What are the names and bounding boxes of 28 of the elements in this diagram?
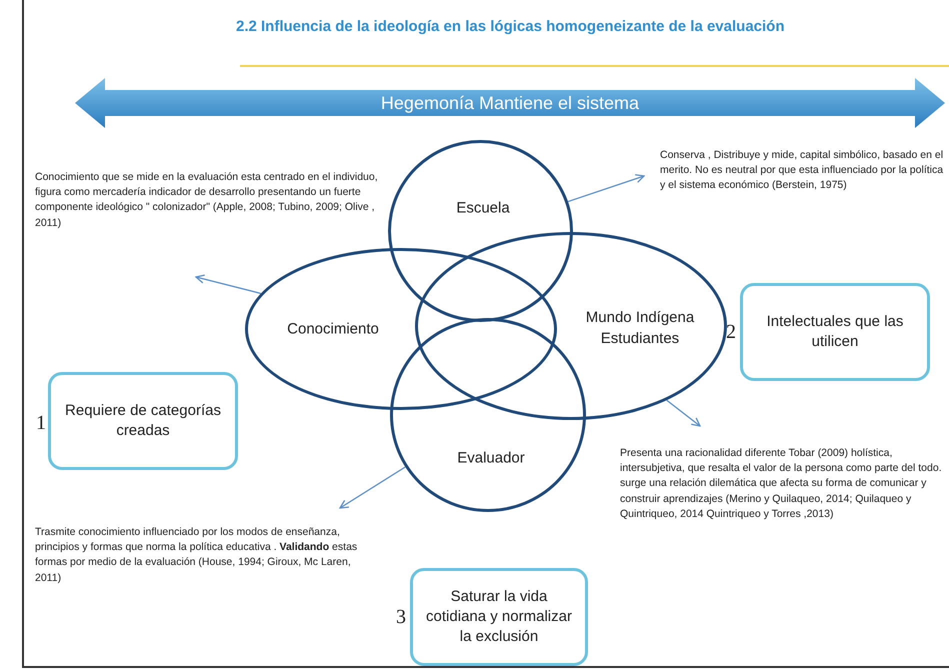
number-label: 1 bbox=[36, 412, 46, 435]
box-label: Saturar la vida cotidiana y normalizar la exclusión bbox=[425, 586, 573, 648]
note-text: Trasmite conocimiento influenciado por los modos de enseñanza, principios y formas que norma la política educativa . Validando estas formas por medio de la evaluación (House, 1994; Giroux, Mc Laren, 2011) bbox=[35, 525, 360, 586]
rounded-box bbox=[740, 283, 930, 381]
band-label: Hegemonía Mantiene el sistema bbox=[380, 92, 640, 114]
circle bbox=[388, 140, 573, 322]
number-label: 3 bbox=[396, 606, 406, 629]
number-label: 2 bbox=[726, 321, 736, 344]
rounded-box bbox=[410, 568, 588, 666]
note-text: Conserva , Distribuye y mide, capital simbólico, basado en el merito. No es neutral por que esta influenciado por la política y el sistema económico (Berstein, 1975) bbox=[660, 148, 949, 194]
arrow bbox=[666, 400, 701, 427]
note-text: Conocimiento que se mide en la evaluación esta centrado en el individuo, figura como mercadería indicador de desarrollo presentando un fuerte componente ideológico " colonizador" (Apple, 2008; Tubino, 2009; Olive , 2011) bbox=[35, 170, 400, 231]
circle bbox=[390, 318, 586, 512]
circle-label: Mundo Indígena Estudiantes bbox=[585, 308, 695, 349]
arrow bbox=[568, 174, 645, 202]
circle-label: Conocimiento bbox=[287, 320, 379, 340]
ellipse bbox=[415, 232, 727, 420]
note-text: Presenta una racionalidad diferente Tobar (2009) holística, intersubjetiva, que resalta el valor de la persona como parte del todo. surge una relación dilemática que afecta su forma de comunicar y construir aprendizajes (Merino y Quilaqueo, 2014; Quilaqueo y Quintriqueo, 2014 Quintriqueo y Torres ,2013) bbox=[620, 446, 942, 522]
arrow bbox=[195, 274, 261, 294]
box-label: Intelectuales que las utilicen bbox=[766, 312, 904, 352]
ellipse bbox=[245, 248, 557, 410]
circle-label: Escuela bbox=[456, 198, 510, 218]
title: 2.2 Influencia de la ideología en las lógicas homogeneizante de la evaluación bbox=[236, 18, 784, 35]
box-label: Requiere de categorías creadas bbox=[64, 400, 222, 441]
arrow bbox=[339, 466, 406, 509]
circle-label: Evaluador bbox=[457, 448, 525, 468]
rounded-box bbox=[48, 372, 238, 470]
double-arrow-band bbox=[75, 78, 945, 128]
